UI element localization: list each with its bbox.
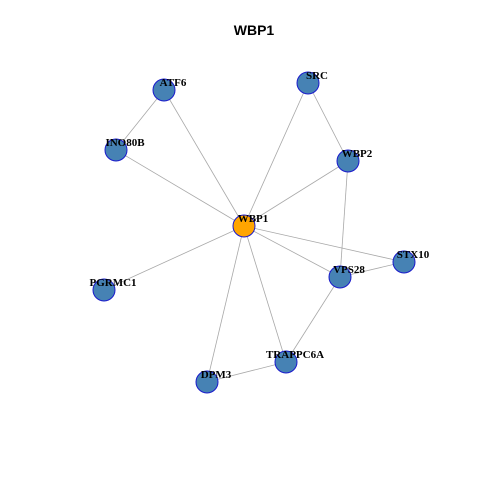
edge-wbp1-dpm3 <box>206 225 245 383</box>
edge-trappc6a-dpm3 <box>206 361 287 383</box>
node-circle-atf6 <box>152 78 176 102</box>
node-circle-wbp2 <box>336 149 360 173</box>
node-circle-pgrmc1 <box>92 278 116 302</box>
node-circle-stx10 <box>392 250 416 274</box>
node-wbp1: WBP1 <box>232 213 269 238</box>
edge-vps28-trappc6a <box>285 276 341 363</box>
node-src: SRC <box>296 70 328 95</box>
node-circle-ino80b <box>104 138 128 162</box>
node-circle-wbp1 <box>232 214 256 238</box>
node-label-wbp1: WBP1 <box>238 213 269 225</box>
edge-wbp1-ino80b <box>115 149 245 227</box>
edge-wbp1-wbp2 <box>243 160 349 227</box>
node-circle-vps28 <box>328 265 352 289</box>
node-circle-src <box>296 71 320 95</box>
node-label-stx10: STX10 <box>397 249 430 261</box>
edge-wbp1-pgrmc1 <box>103 225 245 291</box>
node-circle-dpm3 <box>195 370 219 394</box>
node-stx10: STX10 <box>392 249 430 274</box>
node-label-dpm3: DPM3 <box>201 369 232 381</box>
node-dpm3: DPM3 <box>195 369 232 394</box>
node-ino80b: INO80B <box>104 137 145 162</box>
node-atf6: ATF6 <box>152 77 187 102</box>
edge-wbp2-vps28 <box>339 160 349 278</box>
node-label-atf6: ATF6 <box>160 77 187 89</box>
node-trappc6a: TRAPPC6A <box>266 349 324 374</box>
node-pgrmc1: PGRMC1 <box>89 277 137 302</box>
edge-wbp1-atf6 <box>163 89 245 227</box>
edge-wbp1-src <box>243 82 309 227</box>
node-label-ino80b: INO80B <box>105 137 145 149</box>
nodes-layer: WBP1 ATF6 SRC INO80B WBP2STX10VPS28PGRMC1TRA… <box>89 70 430 394</box>
edges-layer <box>103 82 405 383</box>
edge-wbp1-trappc6a <box>243 225 287 363</box>
node-label-wbp2: WBP2 <box>342 148 373 160</box>
node-vps28: VPS28 <box>328 264 365 289</box>
node-label-src: SRC <box>306 70 328 82</box>
edge-src-wbp2 <box>307 82 349 162</box>
node-circle-trappc6a <box>274 350 298 374</box>
node-label-trappc6a: TRAPPC6A <box>266 349 324 361</box>
graph-title: WBP1 <box>234 22 275 38</box>
edge-wbp1-vps28 <box>243 225 341 278</box>
edge-atf6-ino80b <box>115 89 165 151</box>
node-label-pgrmc1: PGRMC1 <box>89 277 136 289</box>
node-label-vps28: VPS28 <box>333 264 365 276</box>
node-wbp2: WBP2 <box>336 148 373 173</box>
edge-wbp1-stx10 <box>243 225 405 263</box>
